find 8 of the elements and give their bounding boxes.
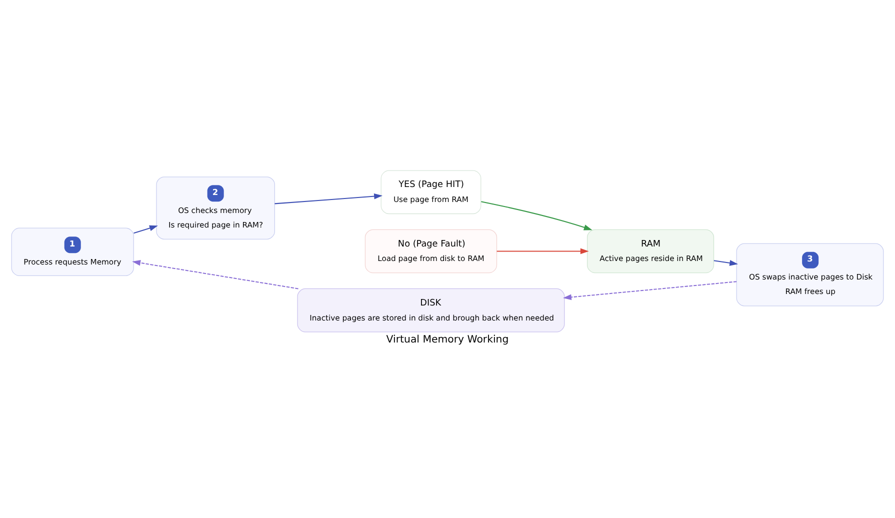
arrow (274, 192, 382, 204)
caption: Virtual Memory Working (386, 334, 509, 346)
arrow (714, 260, 738, 266)
arrow (134, 224, 158, 234)
arrow (132, 259, 298, 289)
arrow (496, 248, 589, 254)
arrow (481, 200, 592, 230)
arrow (563, 280, 737, 300)
